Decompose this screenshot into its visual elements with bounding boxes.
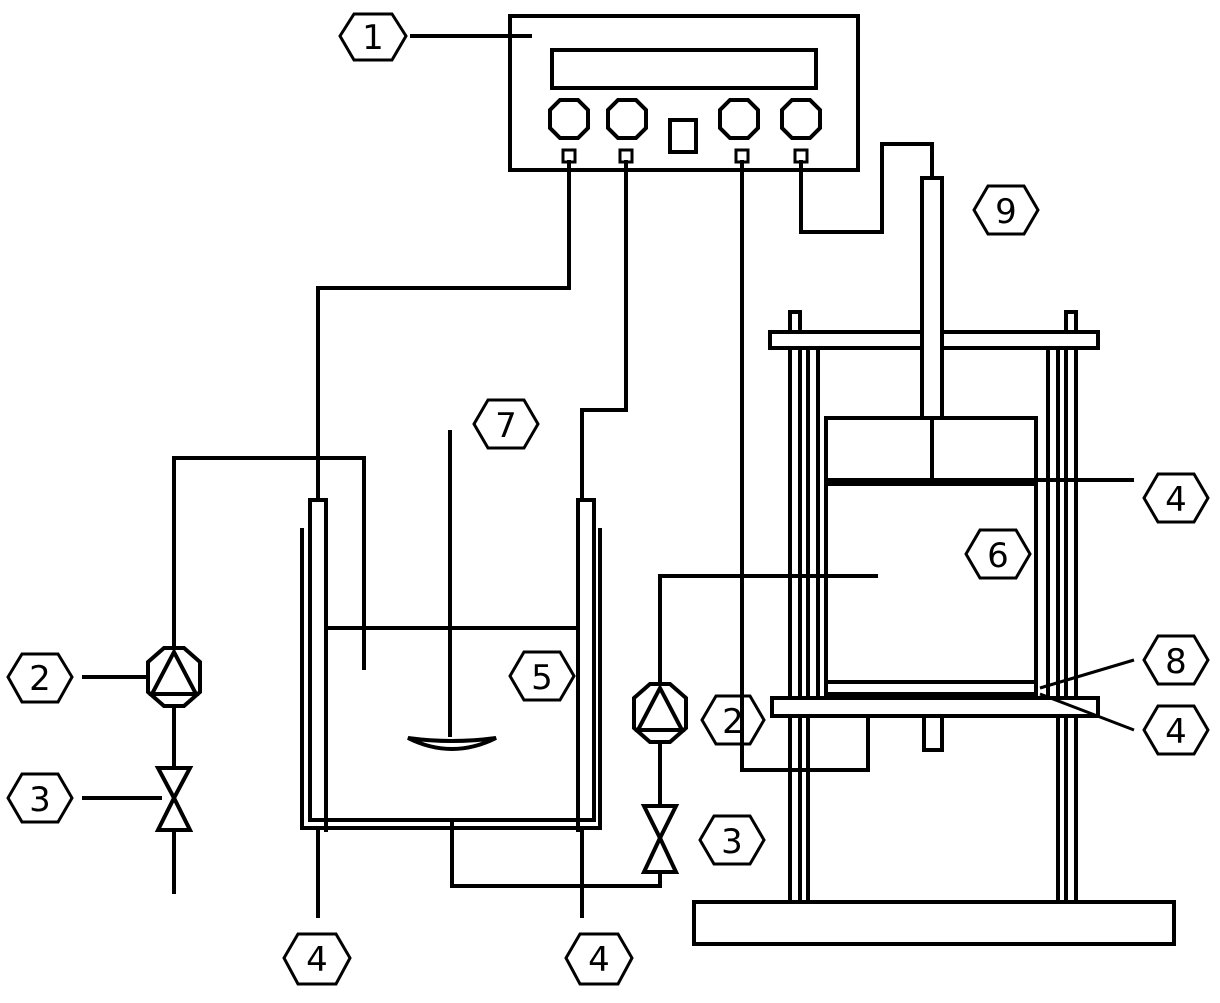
label-4-bottom-left: 4 <box>282 932 352 986</box>
press-base <box>692 900 1176 946</box>
svg-text:5: 5 <box>531 658 553 698</box>
controller-switch <box>668 118 698 154</box>
svg-text:4: 4 <box>1165 480 1187 520</box>
controller-unit <box>508 14 860 172</box>
knob-1 <box>548 98 590 140</box>
svg-text:4: 4 <box>588 940 610 980</box>
svg-text:3: 3 <box>29 780 51 820</box>
left-feed-line <box>82 456 366 894</box>
svg-text:2: 2 <box>29 659 51 699</box>
knob-4 <box>780 98 822 140</box>
label-1: 1 <box>338 12 408 62</box>
label-9: 9 <box>972 184 1040 236</box>
right-feed-line <box>450 574 878 888</box>
label-3-right: 3 <box>698 814 766 866</box>
control-wires <box>316 142 934 772</box>
label-6: 6 <box>964 528 1032 580</box>
stirrer <box>407 430 497 751</box>
label-2-left: 2 <box>6 652 74 704</box>
piston-rod <box>920 176 944 420</box>
svg-text:8: 8 <box>1165 642 1187 682</box>
svg-text:1: 1 <box>362 18 384 58</box>
valve-left <box>154 766 194 803</box>
lower-heater-plate <box>824 680 1038 696</box>
svg-text:9: 9 <box>995 192 1017 232</box>
controller-display <box>550 48 818 90</box>
label-2-right: 2 <box>700 694 766 746</box>
bottom-plate <box>770 696 1100 718</box>
valve-right <box>640 804 680 843</box>
label-4-upper-right: 4 <box>1142 472 1210 524</box>
label-7: 7 <box>472 398 540 450</box>
ejector-stub <box>922 714 944 752</box>
svg-text:7: 7 <box>495 406 517 446</box>
knob-3 <box>718 98 760 140</box>
label-4-lower-right: 4 <box>1142 704 1210 756</box>
svg-text:6: 6 <box>987 536 1009 576</box>
svg-text:4: 4 <box>1165 712 1187 752</box>
label-5: 5 <box>508 650 576 702</box>
svg-text:2: 2 <box>722 702 744 742</box>
press-frame <box>692 176 1176 946</box>
pump-left <box>146 646 202 708</box>
label-8: 8 <box>1142 634 1210 686</box>
svg-text:4: 4 <box>306 940 328 980</box>
knob-2 <box>606 98 648 140</box>
pump-right <box>632 682 688 744</box>
label-4-bottom-right: 4 <box>564 932 634 986</box>
label-3-left: 3 <box>6 772 74 824</box>
svg-text:3: 3 <box>721 822 743 862</box>
